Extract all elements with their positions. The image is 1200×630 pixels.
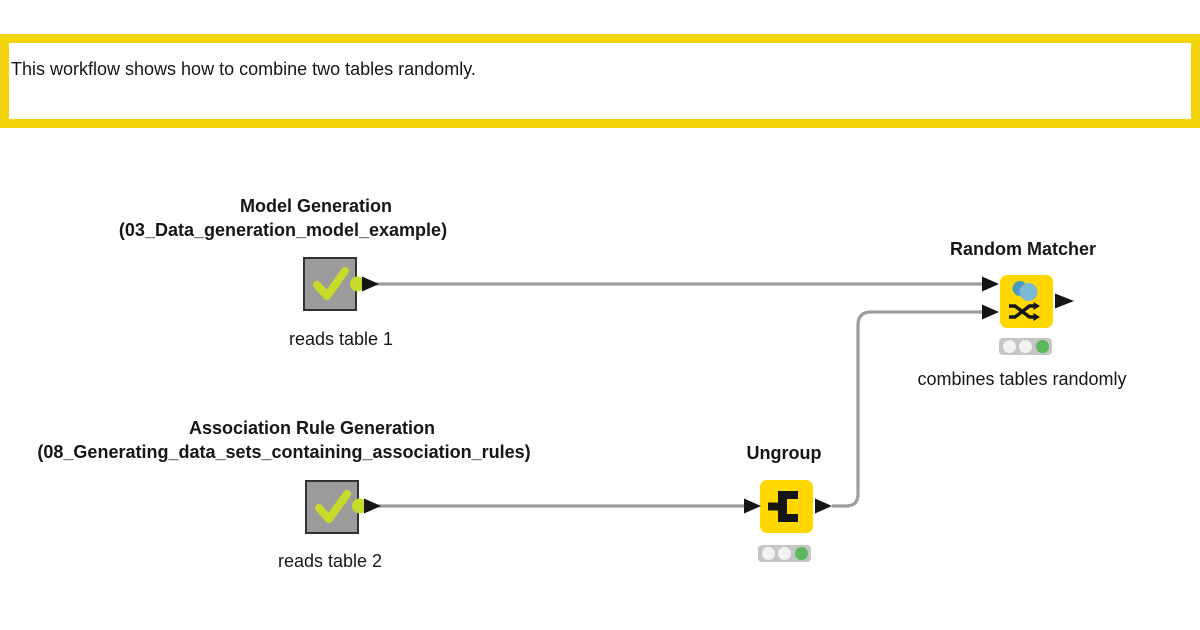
node-name-random-matcher: Random Matcher: [949, 239, 1097, 259]
connection-ungroup-to-random-matcher[interactable]: [832, 310, 983, 508]
node-comment-random-matcher: combines tables randomly: [917, 369, 1127, 389]
traffic-light-yellow-off: [1019, 340, 1032, 353]
node-name-model-generation-line2: (03_Data_generation_model_example): [118, 220, 448, 240]
traffic-light-yellow-off: [778, 547, 791, 560]
annotation-text: This workflow shows how to combine two t…: [11, 59, 476, 79]
input-port-ungroup[interactable]: [744, 498, 761, 514]
node-comment-association-rule-generation: reads table 2: [277, 551, 383, 571]
node-name-ungroup: Ungroup: [746, 443, 822, 463]
ungroup-icon: [768, 491, 798, 522]
traffic-light-ungroup: [758, 545, 811, 562]
traffic-light-red-off: [761, 547, 775, 560]
traffic-light-green-on: [794, 547, 808, 560]
input-port-random-matcher-bottom[interactable]: [982, 304, 999, 320]
input-port-random-matcher-top[interactable]: [982, 276, 999, 292]
connection-arrow: [364, 498, 381, 514]
node-ungroup[interactable]: [760, 480, 813, 533]
check-icon: [315, 490, 351, 523]
node-name-model-generation: Model Generation: [239, 196, 393, 216]
node-model-generation[interactable]: [303, 257, 357, 311]
node-association-rule-generation[interactable]: [305, 480, 359, 534]
node-random-matcher[interactable]: [1000, 275, 1053, 328]
output-port-random-matcher[interactable]: [1055, 293, 1074, 309]
traffic-light-green-on: [1035, 340, 1049, 353]
node-comment-model-generation: reads table 1: [288, 329, 394, 349]
node-name-association-rule-generation-line2: (08_Generating_data_sets_containing_asso…: [37, 442, 531, 462]
traffic-light-red-off: [1002, 340, 1016, 353]
traffic-light-random-matcher: [999, 338, 1052, 355]
check-icon: [313, 267, 349, 300]
workflow-annotation[interactable]: This workflow shows how to combine two t…: [0, 34, 1200, 128]
shuffle-icon: [1009, 281, 1040, 321]
node-name-association-rule-generation: Association Rule Generation: [188, 418, 436, 438]
output-port-ungroup[interactable]: [815, 498, 832, 514]
connection-arrow: [362, 276, 379, 292]
